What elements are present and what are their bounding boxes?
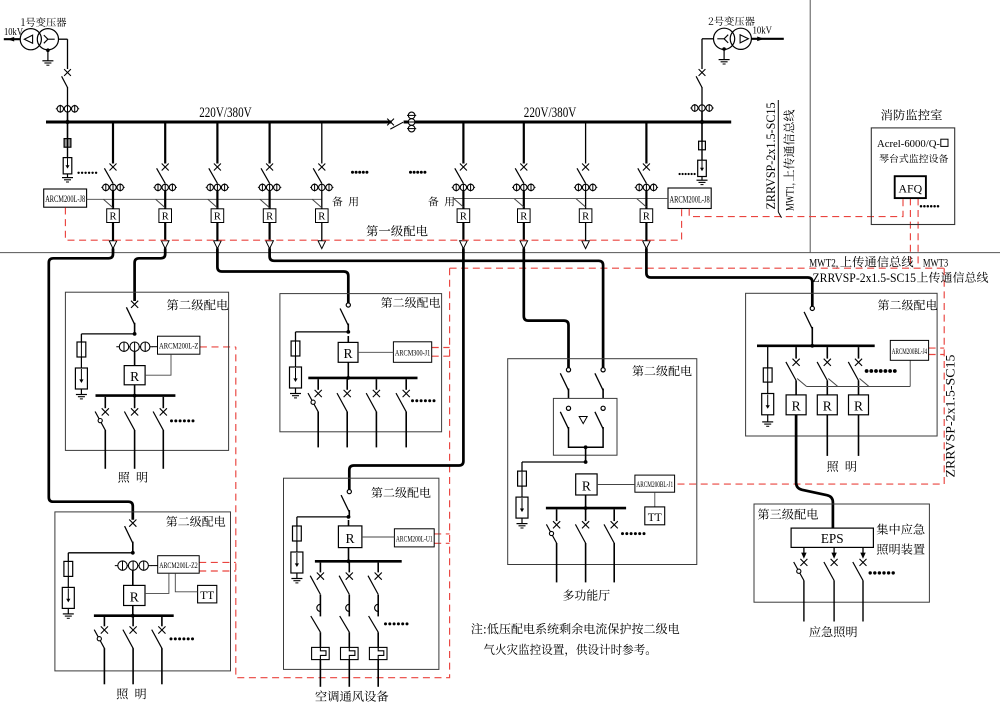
svg-text:220V/380V: 220V/380V bbox=[199, 105, 252, 121]
svg-text:MWT3: MWT3 bbox=[923, 257, 948, 269]
svg-text:ZRRVSP-2x1.5-SC15: ZRRVSP-2x1.5-SC15 bbox=[813, 271, 917, 285]
svg-text:ARCM200BL-J4: ARCM200BL-J4 bbox=[892, 346, 928, 356]
svg-text:MWT1,: MWT1, bbox=[785, 183, 797, 211]
svg-text:10kV: 10kV bbox=[753, 26, 773, 37]
svg-text:R: R bbox=[162, 212, 169, 223]
svg-text:ARCM200L-Z: ARCM200L-Z bbox=[159, 341, 198, 351]
svg-text:R: R bbox=[520, 212, 527, 223]
svg-text:220V/380V: 220V/380V bbox=[524, 105, 577, 121]
svg-text:ARCM200L-Z2: ARCM200L-Z2 bbox=[159, 560, 198, 570]
svg-text:R: R bbox=[318, 212, 325, 223]
svg-text:10kV: 10kV bbox=[4, 27, 24, 38]
svg-text:R: R bbox=[343, 346, 352, 361]
svg-text:ARCM200L-U1: ARCM200L-U1 bbox=[396, 533, 433, 543]
svg-text:R: R bbox=[643, 212, 650, 223]
svg-text:R: R bbox=[582, 212, 589, 223]
svg-text:R: R bbox=[130, 369, 139, 384]
svg-text:R: R bbox=[345, 531, 354, 546]
svg-text:R: R bbox=[130, 589, 139, 604]
svg-text:ARCM200L-J8: ARCM200L-J8 bbox=[670, 194, 710, 204]
svg-text:AFQ: AFQ bbox=[898, 182, 922, 196]
svg-text:R: R bbox=[582, 479, 591, 494]
svg-text:R: R bbox=[823, 399, 832, 414]
svg-text:R: R bbox=[460, 212, 467, 223]
svg-text:TT: TT bbox=[200, 590, 214, 602]
svg-text:TT: TT bbox=[648, 512, 662, 524]
svg-text:ARCM300-J1: ARCM300-J1 bbox=[395, 347, 430, 357]
svg-text:ZRRVSP-2x1.5-SC15: ZRRVSP-2x1.5-SC15 bbox=[764, 103, 778, 210]
svg-text:ZRRVSP-2x1.5-SC15: ZRRVSP-2x1.5-SC15 bbox=[943, 355, 958, 478]
svg-text:ARCM200BL-J1: ARCM200BL-J1 bbox=[636, 479, 673, 489]
svg-text:R: R bbox=[792, 399, 801, 414]
svg-text:R: R bbox=[109, 212, 116, 223]
svg-text:ARCM200L-J8: ARCM200L-J8 bbox=[45, 194, 85, 204]
svg-text:R: R bbox=[214, 212, 221, 223]
svg-text:R: R bbox=[854, 399, 863, 414]
svg-text:Acrel-6000/Q-: Acrel-6000/Q- bbox=[877, 138, 940, 150]
svg-text:MWT2,: MWT2, bbox=[809, 257, 838, 269]
svg-text:EPS: EPS bbox=[821, 531, 844, 546]
svg-text:R: R bbox=[266, 212, 273, 223]
